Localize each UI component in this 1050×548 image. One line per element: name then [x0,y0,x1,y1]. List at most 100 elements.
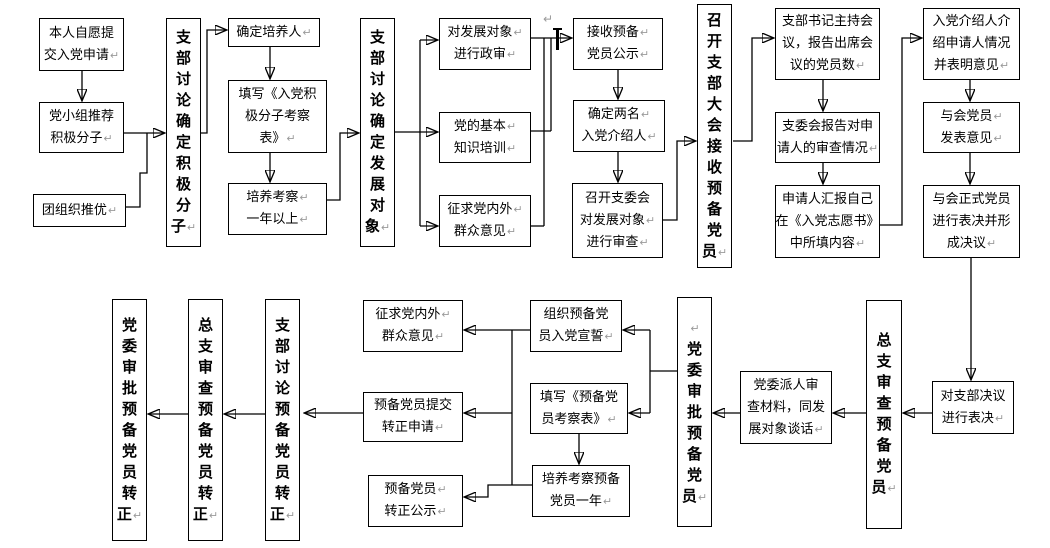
flow-node-vote-branch-resolution: 对支部决议进行表决↵ [932,381,1014,434]
node-text-line: 进行表决并形 [932,213,1011,229]
node-text-line: 员↵ [681,486,708,505]
node-text-line: 查 [876,394,892,412]
linebreak-mark: ↵ [639,235,649,249]
node-text-line: 群众意见↵ [453,224,517,239]
connector-league-merge [125,133,148,208]
linebreak-mark: ↵ [299,191,309,204]
linebreak-mark: ↵ [993,109,1003,123]
node-text-line: 预 [274,399,290,418]
flow-node-political-review: 对发展对象↵进行政审↵ [439,18,531,70]
linebreak-mark: ↵ [506,119,517,133]
node-text-line: 批 [121,378,137,397]
linebreak-mark: ↵ [814,422,824,436]
flow-node-confirm-introducers: 确定两名↵入党介绍人↵ [573,100,665,152]
flow-node-applicant-report-form: 申请人汇报自己在《入党志愿书》中所填内容↵ [775,185,880,258]
node-text-line: 讨 [274,357,290,376]
connector-oneyear-to-candidate-discuss [327,133,358,201]
node-text-line: 进行审查↵ [586,234,649,250]
flow-node-group-recommend-activist: 党小组推荐积极分子↵ [39,102,124,153]
node-text-line: 征求党内外↵ [447,202,523,217]
flow-node-probationary-publicity: 接收预备↵党员公示↵ [573,18,663,70]
flow-node-committee-report-review: 支委会报告对申请人的审查情况↵ [775,112,880,163]
node-text-line: 部 [274,336,290,355]
node-text-line: 进行表决↵ [941,410,1005,426]
node-text-line: 党委派人审 [753,377,819,393]
linebreak-mark: ↵ [639,26,650,39]
flow-node-secretary-hosts-meeting: 支部书记主持会议，报告出席会议的党员数↵ [775,8,880,80]
node-text-line: 备 [197,420,213,439]
node-text-line: 委 [121,336,137,355]
node-text-line: 绍申请人情况 [932,36,1011,51]
linebreak-mark: ↵ [513,203,523,216]
node-text-line: 总 [197,315,213,334]
node-text-line: 讨 [175,70,191,88]
node-text-line: 支 [197,336,213,355]
linebreak-mark: ↵ [868,141,879,155]
linebreak-mark: ↵ [380,221,391,234]
linebreak-mark: ↵ [855,236,866,250]
linebreak-mark: ↵ [607,412,617,426]
node-text-line: 展对象谈话↵ [748,421,824,437]
node-text-line: 预备党员↵ [384,482,447,497]
node-text-line: 转正公示↵ [384,504,447,519]
node-text-line: 培养考察预备 [541,472,620,487]
node-text-line: 党的基本↵ [453,118,517,134]
node-text-line: 备 [706,199,722,218]
node-text-line: 委 [686,360,702,379]
node-text-line: 极分子考察 [244,108,310,124]
node-text-line: 党 [706,220,722,239]
node-text-line: 群众意见↵ [381,329,445,344]
node-text-line: 议的党员数↵ [789,58,866,73]
node-text-line: 中所填内容↵ [789,235,866,251]
node-text-line: 正↵ [269,504,296,523]
node-text-line: 表》↵ [259,130,296,146]
flow-node-branch-meeting-admission: 召开支部大会接收预备党员↵ [697,4,732,268]
linebreak-mark: ↵ [993,131,1003,145]
node-text-line: 子↵ [170,217,197,235]
flow-node-fill-probationary-form: 填写《预备党员考察表》↵ [530,383,628,434]
linebreak-mark: ↵ [604,330,614,343]
stray-linebreak-mark: ↵ [543,12,554,26]
node-text-line: 查材料，同发 [746,399,825,415]
node-text-line: 员↵ [871,478,897,496]
connector-branch-to-cultivator [201,30,226,134]
node-text-line: 召 [706,10,722,29]
node-text-line: 召开支委会 [584,190,650,206]
linebreak-mark: ↵ [109,48,120,62]
linebreak-mark: ↵ [437,483,447,496]
node-text-line: 支委会报告对申 [781,118,873,134]
linebreak-mark: ↵ [186,221,197,234]
node-text-line: 部 [369,49,385,67]
node-text-line: 展 [369,175,385,193]
flow-node-committee-approve-conversion: 党委审批预备党员转正↵ [112,299,147,541]
node-text-line: 备 [876,436,892,454]
node-text-line: 党小组推荐 [48,108,114,124]
flow-node-introducers-present: 入党介绍人介绍申请人情况并表明意见↵ [923,8,1020,80]
flow-node-submit-application: 本人自愿提交入党申请↵ [39,18,124,71]
node-text-line: ↵ [689,317,699,339]
linebreak-mark: ↵ [639,48,650,61]
node-text-line: 员 [274,462,290,481]
node-text-line: 部 [175,49,191,67]
node-text-line: 备 [686,444,702,463]
node-text-line: 正↵ [116,504,143,523]
flow-node-branch-discuss-conversion: 支部讨论预备党员转正↵ [265,299,300,541]
flow-node-general-review-conversion: 总支审查预备党员转正↵ [188,299,223,541]
node-text-line: 部 [706,73,722,92]
node-text-line: 党 [686,339,702,358]
node-text-line: 申请人汇报自己 [781,191,873,207]
node-text-line: 确定培养人↵ [236,24,312,40]
node-text-line: 预 [686,423,702,442]
node-text-line: 团组织推优↵ [41,202,118,218]
node-text-line: 审 [686,381,702,400]
node-text-line: 预 [706,178,722,197]
flow-node-formal-members-vote: 与会正式党员进行表决并形成决议↵ [923,185,1020,258]
node-text-line: 员 [197,462,213,481]
linebreak-mark: ↵ [286,131,296,145]
node-text-line: 员入党宣誓↵ [538,329,614,344]
linebreak-mark: ↵ [697,490,708,504]
flow-node-general-branch-review: 总支审查预备党员↵ [866,300,902,529]
linebreak-mark: ↵ [647,130,657,143]
flow-node-fill-activist-form: 填写《入党积极分子考察表》↵ [228,80,327,153]
